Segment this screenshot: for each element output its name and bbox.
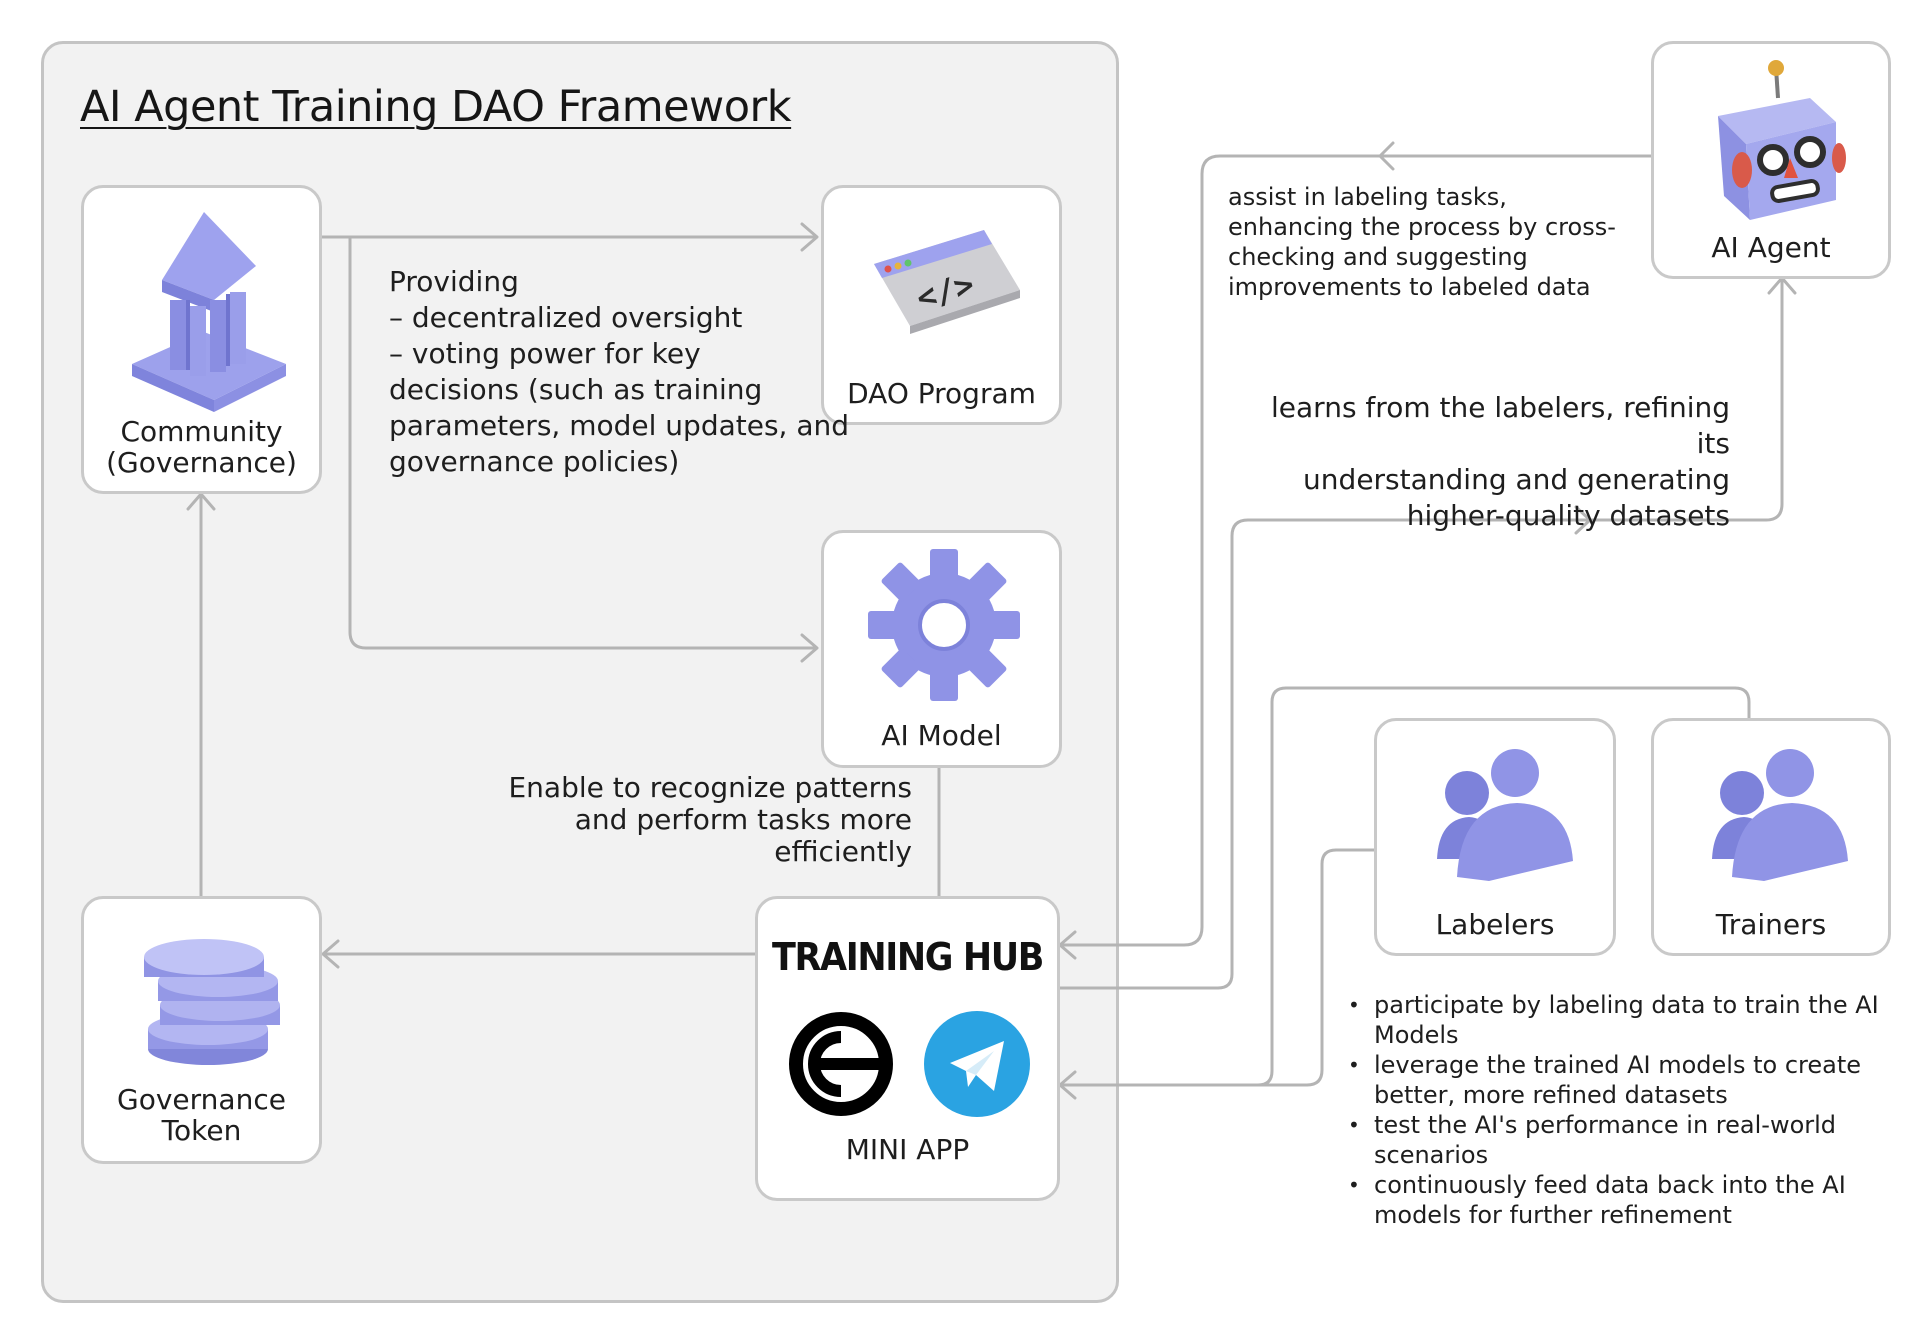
list-item: test the AI's performance in real-world … — [1348, 1110, 1908, 1170]
governance-token-label: Governance Token — [117, 1083, 286, 1147]
list-item: leverage the trained AI models to create… — [1348, 1050, 1908, 1110]
gear-icon — [868, 549, 1020, 701]
bank-icon — [132, 212, 286, 412]
code-window-icon: </> — [874, 230, 1020, 334]
arrowhead — [1058, 930, 1077, 960]
list-item: continuously feed data back into the AI … — [1348, 1170, 1908, 1230]
arrowhead — [1058, 1070, 1077, 1100]
edge-community-model — [348, 235, 817, 650]
ai-agent-label: AI Agent — [1711, 231, 1831, 264]
edge-labelers-hub — [1058, 848, 1376, 1087]
edge-hub-agent — [1058, 278, 1784, 990]
training-hub-title: TRAINING HUB — [772, 935, 1044, 979]
dao-program-node: </> DAO Program — [821, 185, 1062, 425]
telegram-icon — [924, 1011, 1030, 1117]
robot-icon — [1718, 60, 1846, 220]
community-label: Community (Governance) — [106, 415, 297, 479]
labelers-label: Labelers — [1435, 908, 1555, 941]
list-item: participate by labeling data to train th… — [1348, 990, 1908, 1050]
governance-token-node: Governance Token — [81, 896, 322, 1164]
labelers-node: Labelers — [1374, 718, 1616, 956]
arrowhead — [800, 633, 819, 663]
ai-model-node: AI Model — [821, 530, 1062, 768]
coin-stack-icon — [144, 939, 280, 1065]
edge-trainers-hub — [1256, 686, 1751, 1087]
ai-model-label: AI Model — [881, 719, 1002, 752]
diagram-title: AI Agent Training DAO Framework — [80, 82, 792, 132]
role-bullet-list: participate by labeling data to train th… — [1348, 990, 1908, 1230]
arrowhead — [1378, 141, 1395, 171]
training-hub-node[interactable]: TRAINING HUB MINI APP — [755, 896, 1060, 1201]
trainers-label: Trainers — [1715, 908, 1827, 941]
worldcoin-icon — [789, 1012, 893, 1116]
community-node: Community (Governance) — [81, 185, 322, 494]
arrowhead — [321, 939, 340, 969]
dao-program-label: DAO Program — [847, 377, 1036, 410]
providing-annotation: Providing – decentralized oversight – vo… — [389, 265, 850, 478]
trainers-node: Trainers — [1651, 718, 1891, 956]
training-hub-subtitle: MINI APP — [845, 1133, 970, 1166]
enable-annotation: Enable to recognize patterns and perform… — [508, 771, 912, 868]
people-icon — [1712, 749, 1848, 881]
assist-annotation: assist in labeling tasks, enhancing the … — [1228, 183, 1616, 301]
learns-annotation: learns from the labelers, refining its u… — [1271, 391, 1730, 532]
arrowhead — [800, 222, 819, 252]
arrowhead — [1574, 505, 1592, 535]
people-icon — [1437, 749, 1573, 881]
edge-agent-hub — [1058, 154, 1653, 947]
ai-agent-node: AI Agent — [1651, 41, 1891, 279]
arrowhead — [186, 492, 216, 511]
